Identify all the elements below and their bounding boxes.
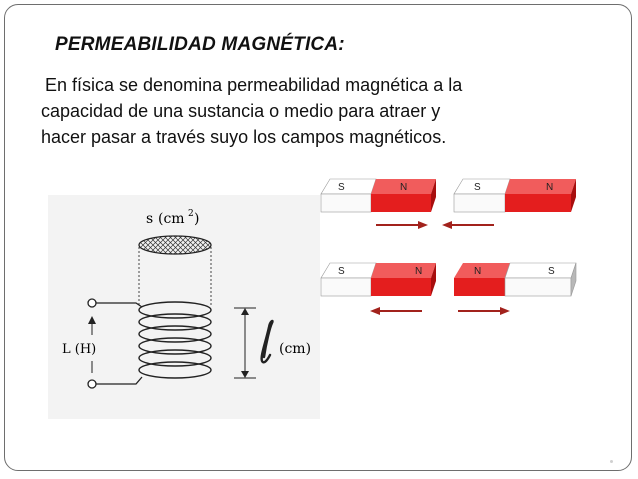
slide-title: PERMEABILIDAD MAGNÉTICA: <box>55 34 345 55</box>
pole-label: S <box>474 182 481 193</box>
length-arrowhead-down <box>241 371 249 378</box>
magnet-attract-left: S N <box>320 178 436 213</box>
coil-diagram-svg: s (cm 2 ) L (H) (c <box>62 209 311 389</box>
inductance-label: L (H) <box>62 342 96 357</box>
repulsion-arrows <box>370 307 510 315</box>
length-arrowhead-up <box>241 308 249 315</box>
pole-label: S <box>338 182 345 193</box>
body-line-2: capacidad de una sustancia o medio para … <box>41 101 441 121</box>
pole-label: N <box>400 182 407 193</box>
magnet-repel-right: N S <box>454 262 577 297</box>
inductance-arrowhead <box>88 316 96 324</box>
length-symbol-l <box>260 319 274 364</box>
pole-label: S <box>338 266 345 277</box>
slide-body-text: En física se denomina permeabilidad magn… <box>41 72 601 150</box>
pole-label: N <box>546 182 553 193</box>
pole-label: S <box>548 266 555 277</box>
magnets-diagram: S N S N S N <box>318 172 588 322</box>
area-label-unit: (cm <box>158 211 185 227</box>
cross-section-area <box>138 235 212 255</box>
lead-wire-bottom <box>96 376 143 385</box>
magnets-diagram-svg: S N S N S N <box>320 178 577 315</box>
terminal-bottom <box>87 379 97 389</box>
lead-wire-top <box>96 302 143 308</box>
magnet-repel-left: S N <box>320 262 436 297</box>
terminal-top <box>87 298 97 308</box>
area-label-exponent: 2 <box>188 209 194 219</box>
magnet-attract-right: S N <box>453 178 576 213</box>
body-line-1: En física se denomina permeabilidad magn… <box>45 75 463 95</box>
page-indicator-dot <box>610 460 613 463</box>
pole-label: N <box>474 266 481 277</box>
length-label-unit: (cm) <box>279 341 311 357</box>
attraction-arrows <box>376 221 494 229</box>
coil-diagram: s (cm 2 ) L (H) (c <box>48 195 320 419</box>
pole-label: N <box>415 266 422 277</box>
area-label-close: ) <box>194 211 199 227</box>
area-label-s: s <box>146 211 153 227</box>
body-line-3: hacer pasar a través suyo los campos mag… <box>41 127 447 147</box>
coil-turns <box>138 301 212 379</box>
